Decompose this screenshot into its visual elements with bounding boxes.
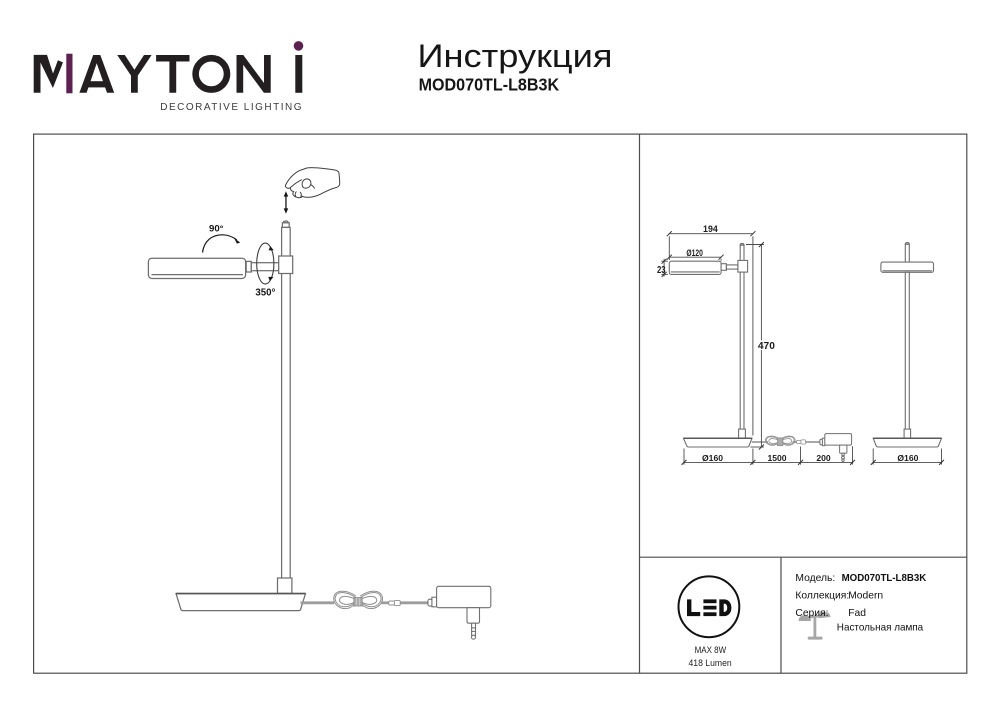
svg-text:418 Lumen: 418 Lumen <box>689 658 732 668</box>
svg-text:Ø160: Ø160 <box>702 453 723 463</box>
svg-text:90°: 90° <box>209 224 224 235</box>
svg-text:Настольная лампа: Настольная лампа <box>837 622 924 633</box>
svg-text:Инструкция: Инструкция <box>418 38 613 74</box>
svg-text:DECORATIVE LIGHTING: DECORATIVE LIGHTING <box>160 102 303 113</box>
svg-text:MAX 8W: MAX 8W <box>695 645 727 655</box>
svg-text:194: 194 <box>703 224 718 234</box>
svg-text:350°: 350° <box>255 288 275 299</box>
svg-text:Модель:: Модель: <box>795 573 835 584</box>
svg-text:MOD070TL-L8B3K: MOD070TL-L8B3K <box>842 572 927 584</box>
svg-text:200: 200 <box>816 453 831 463</box>
svg-text:Серия:: Серия: <box>795 608 828 619</box>
svg-text:23: 23 <box>657 265 666 276</box>
svg-text:470: 470 <box>758 341 775 352</box>
svg-text:1500: 1500 <box>767 453 786 463</box>
svg-text:Ø160: Ø160 <box>897 453 918 463</box>
svg-text:Fad: Fad <box>848 608 866 619</box>
svg-text:Modern: Modern <box>848 591 883 602</box>
svg-text:MOD070TL-L8B3K: MOD070TL-L8B3K <box>419 75 560 95</box>
svg-text:Коллекция:: Коллекция: <box>795 591 849 602</box>
svg-text:Ø120: Ø120 <box>686 248 703 258</box>
